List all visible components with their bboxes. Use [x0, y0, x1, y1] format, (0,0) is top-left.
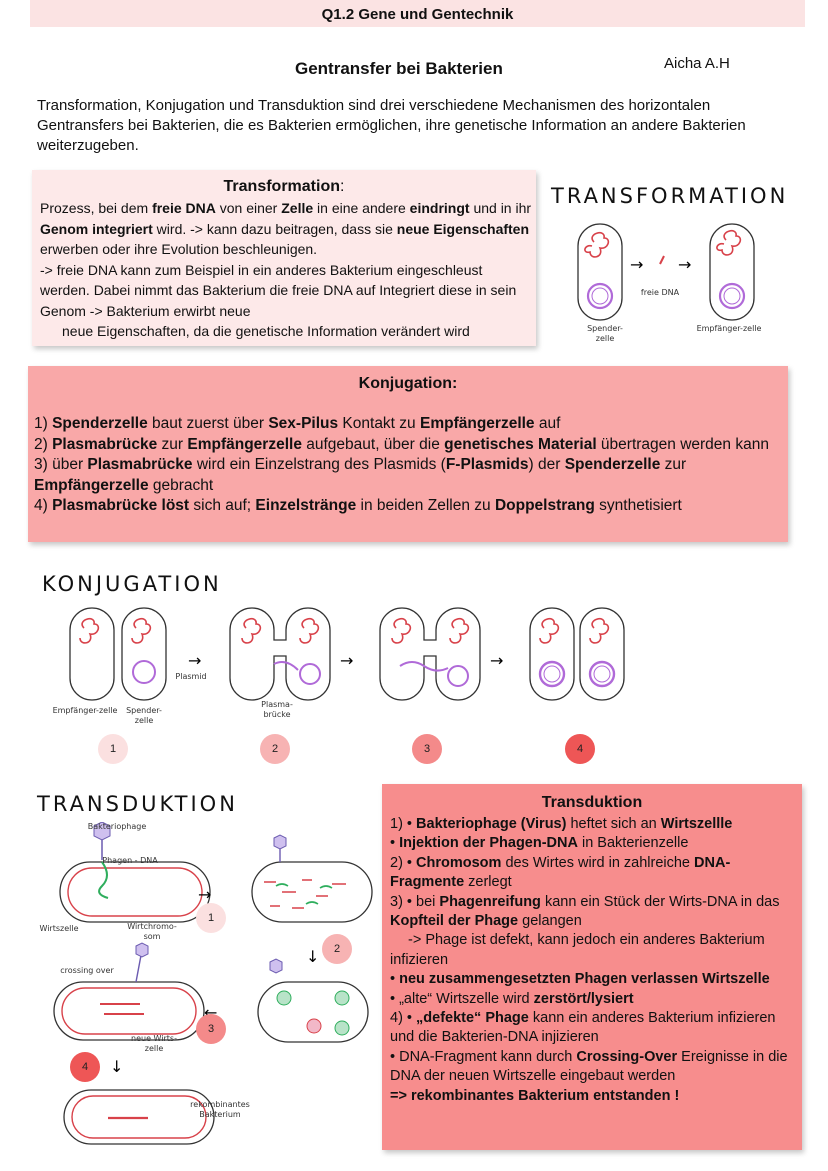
arrow-icon: ↓ — [306, 947, 319, 966]
konjugation-step-1: 1) Spenderzelle baut zuerst über Sex-Pil… — [34, 415, 561, 432]
konjugation-step-badge-1: 1 — [98, 734, 128, 764]
label-recipient-cell: Empfänger-zelle — [696, 324, 762, 333]
label-free-dna: freie DNA — [640, 288, 680, 297]
intro-text: Transformation, Konjugation und Transduk… — [37, 97, 746, 154]
free-dna-fragment — [659, 255, 665, 265]
konjugation-step-badge-3: 3 — [412, 734, 442, 764]
transformation-diagram: → → — [577, 223, 755, 321]
transformation-title: Transformation: — [223, 178, 345, 195]
recipient-cell — [69, 607, 115, 701]
transduktion-step-badge-3: 3 — [196, 1014, 226, 1044]
recombinant-bacterium — [63, 1089, 215, 1145]
konjugation-box: Konjugation: 1) Spenderzelle baut zuerst… — [28, 366, 788, 542]
author-name: Aicha A.H — [664, 55, 730, 72]
label-host-cell: Wirtszelle — [39, 924, 79, 933]
label-plasma-bridge: Plasma-brücke — [261, 700, 293, 719]
bridged-cells — [229, 607, 331, 701]
donor-dna — [584, 231, 610, 258]
transduktion-box: Transduktion 1) • Bakteriophage (Virus) … — [382, 784, 802, 1150]
konjugation-step-4: 4) Plasmabrücke löst sich auf; Einzelstr… — [34, 497, 682, 514]
label-crossing-over: crossing over — [60, 966, 114, 975]
label-host-chromosome: Wirtchromo-som — [127, 922, 177, 941]
plasmid — [132, 660, 156, 684]
konjugation-title: Konjugation: — [358, 375, 458, 392]
konjugation-diagram: → → → — [69, 607, 625, 701]
donor-cell — [121, 607, 167, 701]
label-recombinant-bacterium: rekombinantes Bakterium — [190, 1100, 250, 1119]
label-plasmid: Plasmid — [175, 672, 207, 681]
transduktion-title: Transduktion — [541, 794, 643, 811]
arrow-icon: → — [490, 651, 503, 670]
transduktion-step-badge-4: 4 — [70, 1052, 100, 1082]
transduktion-heading: TRANSDUKTION — [37, 792, 238, 816]
konjugation-steps: 1) Spenderzelle baut zuerst über Sex-Pil… — [34, 414, 782, 517]
arrow-icon: → — [678, 255, 691, 274]
transformation-heading: TRANSFORMATION — [551, 184, 789, 208]
arrow-icon: → — [198, 885, 211, 904]
transduktion-step-badge-1: 1 — [196, 903, 226, 933]
konjugation-step-2: 2) Plasmabrücke zur Empfängerzelle aufge… — [34, 435, 769, 453]
host-cell — [59, 861, 211, 923]
label-new-host-cell: neue Wirts-zelle — [131, 1034, 177, 1053]
phage-icon — [93, 822, 111, 841]
konjugation-step-badge-2: 2 — [260, 734, 290, 764]
transduktion-text: 1) • Bakteriophage (Virus) heftet sich a… — [390, 816, 788, 1104]
konjugation-step-3: 3) über Plasmabrücke wird ein Einzelstra… — [34, 456, 687, 494]
label-donor-cell: Spender-zelle — [126, 706, 162, 725]
konjugation-step-badge-4: 4 — [565, 734, 595, 764]
phage-dna — [98, 861, 109, 899]
recipient-dna — [716, 229, 742, 256]
arrow-icon: → — [188, 651, 201, 670]
label-bacteriophage: Bakteriophage — [87, 822, 147, 831]
konjugation-heading: KONJUGATION — [42, 572, 222, 596]
transformation-text: Prozess, bei dem freie DNA von einer Zel… — [40, 200, 532, 339]
header-title: Q1.2 Gene und Gentechnik — [321, 6, 514, 23]
recipient-cell — [709, 223, 755, 321]
recipient-plasmid — [718, 282, 746, 310]
donor-cell — [577, 223, 623, 321]
arrow-icon: → — [630, 255, 643, 274]
label-recipient-cell: Empfänger-zelle — [52, 706, 118, 715]
header-bar: Q1.2 Gene und Gentechnik — [30, 0, 805, 27]
arrow-icon: ↓ — [110, 1057, 123, 1076]
label-donor-cell: Spender-zelle — [587, 324, 623, 343]
donor-plasmid — [586, 282, 614, 310]
page-title: Gentransfer bei Bakterien — [295, 59, 503, 78]
label-phage-dna: Phagen - DNA — [102, 856, 158, 865]
transformation-box: Transformation: Prozess, bei dem freie D… — [32, 170, 536, 346]
transduktion-step-badge-2: 2 — [322, 934, 352, 964]
arrow-icon: → — [340, 651, 353, 670]
